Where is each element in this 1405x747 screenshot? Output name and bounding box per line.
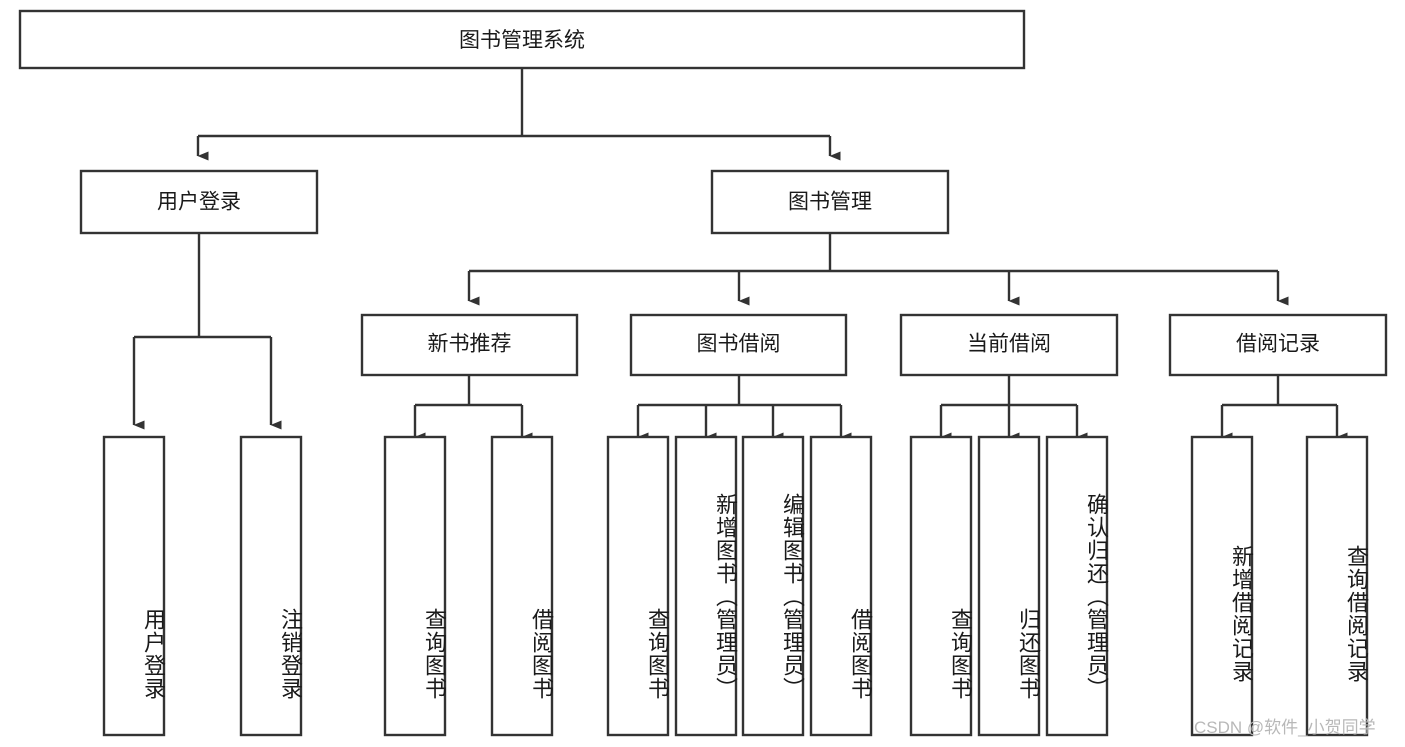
leaf-box-current-borrow-2[interactable]	[1045, 435, 1109, 737]
leaf-box-current-borrow-1[interactable]	[977, 435, 1041, 737]
leaf-box-new-book-0[interactable]	[383, 435, 447, 737]
leaf-label-book-borrow-0: 查询图书	[645, 608, 670, 700]
node-current-borrow-label: 当前借阅	[967, 333, 1051, 356]
node-user-login-label: 用户登录	[157, 191, 241, 214]
node-root-box[interactable]	[18, 9, 1026, 70]
node-root-label: 图书管理系统	[459, 29, 585, 52]
node-borrow-record-label: 借阅记录	[1236, 333, 1320, 356]
leaf-label-user-login-1: 注销登录	[278, 608, 303, 700]
leaf-box-book-borrow-3[interactable]	[809, 435, 873, 737]
node-new-book-label: 新书推荐	[428, 333, 512, 356]
leaf-box-book-borrow-0[interactable]	[606, 435, 670, 737]
node-borrow-record-box[interactable]	[1168, 313, 1388, 377]
leaf-box-user-login-0[interactable]	[102, 435, 166, 737]
leaf-label-current-borrow-0: 查询图书	[948, 608, 973, 700]
leaf-box-book-borrow-1[interactable]	[674, 435, 738, 737]
leaf-label-borrow-record-1: 查询借阅记录	[1344, 545, 1369, 683]
leaf-box-borrow-record-1[interactable]	[1305, 435, 1369, 737]
leaf-label-user-login-0: 用户登录	[141, 608, 166, 700]
leaf-box-new-book-1[interactable]	[490, 435, 554, 737]
leaf-label-book-borrow-1: 新增图书（管理员）	[713, 492, 738, 700]
leaf-box-borrow-record-0[interactable]	[1190, 435, 1254, 737]
csdn-watermark: CSDN @软件_小贺同学	[1194, 718, 1376, 737]
leaf-box-current-borrow-0[interactable]	[909, 435, 973, 737]
leaf-box-book-borrow-2[interactable]	[741, 435, 805, 737]
leaf-box-user-login-1[interactable]	[239, 435, 303, 737]
leaf-label-new-book-1: 借阅图书	[529, 608, 554, 700]
node-book-borrow-box[interactable]	[629, 313, 848, 377]
node-new-book-box[interactable]	[360, 313, 579, 377]
node-current-borrow-box[interactable]	[899, 313, 1119, 377]
node-user-login-box[interactable]	[79, 169, 319, 235]
node-book-manage-label: 图书管理	[788, 191, 872, 214]
node-book-borrow-label: 图书借阅	[697, 333, 781, 356]
leaf-label-new-book-0: 查询图书	[422, 608, 447, 700]
leaf-label-current-borrow-2: 确认归还（管理员）	[1084, 492, 1109, 700]
leaf-label-book-borrow-3: 借阅图书	[848, 608, 873, 700]
leaf-label-book-borrow-2: 编辑图书（管理员）	[780, 492, 805, 700]
leaf-label-borrow-record-0: 新增借阅记录	[1229, 545, 1254, 683]
leaf-label-current-borrow-1: 归还图书	[1016, 608, 1041, 700]
